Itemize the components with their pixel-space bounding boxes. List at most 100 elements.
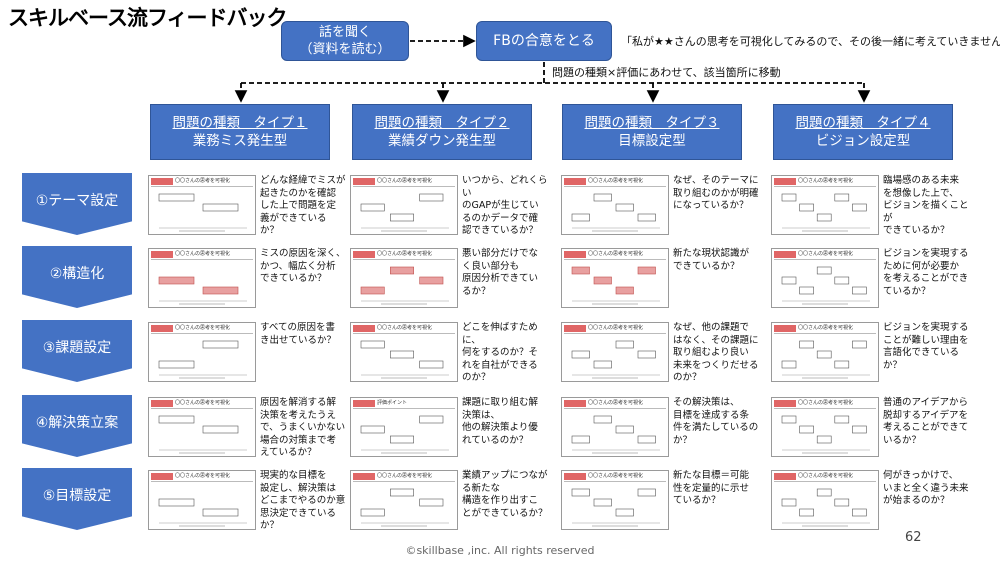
slide-footer	[381, 303, 427, 305]
page-title: スキルベース流フィードバック	[8, 6, 288, 30]
slide-thumbnail: 〇〇さんの思考を可視化	[771, 248, 879, 308]
slide-rule	[151, 186, 253, 187]
type-2-line1: 問題の種類 タイプ２	[374, 115, 510, 131]
slide-diagram-box	[637, 266, 656, 275]
slide-diagram	[158, 415, 247, 451]
slide-diagram	[781, 488, 870, 524]
slide-diagram-box	[390, 350, 414, 359]
criteria-cell: 〇〇さんの思考を可視化どこを伸ばすために、 何をするのか？そ れを自社ができる …	[350, 322, 550, 383]
slide-rule	[353, 259, 455, 260]
criteria-question: どこを伸ばすために、 何をするのか？そ れを自社ができる のか？	[462, 322, 539, 383]
slide-tag	[564, 473, 586, 480]
slide-tag	[774, 400, 796, 407]
slide-tag	[151, 473, 173, 480]
criteria-question: 課題に取り組む解 決策は、 他の解決策より優 れているのか？	[462, 397, 539, 446]
slide-thumbnail: 〇〇さんの思考を可視化	[561, 322, 669, 382]
criteria-cell: 評価ポイント課題に取り組む解 決策は、 他の解決策より優 れているのか？	[350, 397, 550, 457]
slide-rule	[353, 333, 455, 334]
slide-diagram-box	[593, 276, 612, 285]
slide-diagram-box	[637, 488, 656, 497]
slide-thumbnail: 〇〇さんの思考を可視化	[771, 322, 879, 382]
type-box-3: 問題の種類 タイプ３ 目標設定型	[562, 104, 742, 160]
slide-diagram	[360, 415, 449, 451]
slide-rule	[151, 259, 253, 260]
slide-diagram	[571, 415, 660, 451]
type-3-line1: 問題の種類 タイプ３	[584, 115, 720, 131]
slide-tag	[774, 178, 796, 185]
slide-rule	[564, 408, 666, 409]
slide-rule	[564, 333, 666, 334]
slide-diagram-box	[615, 286, 634, 295]
slide-diagram	[781, 340, 870, 376]
slide-diagram-box	[202, 508, 239, 517]
slide-diagram-box	[158, 276, 195, 285]
slide-diagram-box	[852, 203, 867, 212]
slide-thumbnail: 〇〇さんの思考を可視化	[148, 175, 256, 235]
slide-diagram	[571, 488, 660, 524]
slide-diagram-box	[834, 415, 850, 424]
slide-rule	[353, 481, 455, 482]
slide-diagram-box	[593, 498, 612, 507]
slide-title: 〇〇さんの思考を可視化	[377, 178, 433, 184]
slide-title: 〇〇さんの思考を可視化	[798, 251, 854, 257]
type-box-1: 問題の種類 タイプ１ 業務ミス発生型	[150, 104, 330, 160]
criteria-cell: 〇〇さんの思考を可視化悪い部分だけでな く良い部分も 原因分析できてい るか？	[350, 248, 550, 308]
slide-diagram-box	[781, 193, 797, 202]
slide-thumbnail: 〇〇さんの思考を可視化	[350, 470, 458, 530]
slide-thumbnail: 〇〇さんの思考を可視化	[148, 322, 256, 382]
criteria-cell: 〇〇さんの思考を可視化新たな現状認識が できているか？	[561, 248, 761, 308]
slide-diagram	[781, 415, 870, 451]
type-4-line1: 問題の種類 タイプ４	[795, 115, 931, 131]
quote-text: 「私が★★さんの思考を可視化してみるので、その後一緒に考えていきませんか？」	[621, 35, 1000, 48]
criteria-cell: 〇〇さんの思考を可視化ビジョンを実現する ために何が必要か を考えることができ …	[771, 248, 971, 308]
slide-diagram-box	[390, 213, 414, 222]
slide-tag	[353, 178, 375, 185]
criteria-cell: 〇〇さんの思考を可視化普通のアイデアから 脱却するアイデアを 考えることができて…	[771, 397, 971, 457]
slide-thumbnail: 〇〇さんの思考を可視化	[771, 397, 879, 457]
step-label: ②構造化	[49, 266, 105, 282]
criteria-cell: 〇〇さんの思考を可視化なぜ、他の課題で はなく、その課題に 取り組むより良い 未…	[561, 322, 761, 383]
slide-footer	[802, 525, 848, 527]
slide-tag	[151, 325, 173, 332]
slide-tag	[564, 178, 586, 185]
slide-thumbnail: 〇〇さんの思考を可視化	[350, 175, 458, 235]
step-arrow-4: ④解決策立案	[22, 395, 132, 457]
slide-diagram-box	[852, 286, 867, 295]
slide-diagram-box	[360, 340, 385, 349]
slide-tag	[564, 400, 586, 407]
slide-footer	[802, 303, 848, 305]
slide-tag	[151, 400, 173, 407]
slide-diagram-box	[158, 193, 195, 202]
slide-tag	[353, 473, 375, 480]
slide-rule	[774, 186, 876, 187]
type-3-line2: 目標設定型	[618, 133, 686, 149]
slide-rule	[564, 481, 666, 482]
type-1-line1: 問題の種類 タイプ１	[172, 115, 308, 131]
slide-diagram-box	[419, 498, 444, 507]
route-note: 問題の種類×評価にあわせて、該当箇所に移動	[552, 66, 781, 79]
criteria-cell: 〇〇さんの思考を可視化業績アップにつなが る新たな 構造を作り出すこ とができて…	[350, 470, 550, 530]
step-label: ①テーマ設定	[35, 193, 119, 209]
slide-tag	[564, 325, 586, 332]
slide-footer	[179, 452, 225, 454]
slide-diagram-box	[419, 276, 444, 285]
slide-diagram-box	[390, 266, 414, 275]
slide-thumbnail: 〇〇さんの思考を可視化	[148, 470, 256, 530]
criteria-question: 臨場感のある未来 を想像した上で、 ビジョンを描くことが できているか？	[883, 175, 969, 236]
criteria-question: どんな経緯でミスが 起きたのかを確認 した上で問題を定 義ができている か？	[260, 175, 346, 236]
slide-diagram-box	[360, 286, 385, 295]
slide-footer	[381, 230, 427, 232]
slide-diagram-box	[799, 340, 814, 349]
slide-diagram-box	[615, 203, 634, 212]
slide-diagram-box	[571, 350, 590, 359]
slide-thumbnail: 〇〇さんの思考を可視化	[561, 397, 669, 457]
step-arrow-2: ②構造化	[22, 246, 132, 308]
slide-title: 〇〇さんの思考を可視化	[798, 400, 854, 406]
slide-title: 〇〇さんの思考を可視化	[175, 251, 231, 257]
slide-footer	[592, 377, 638, 379]
slide-diagram	[360, 266, 449, 302]
slide-diagram-box	[571, 488, 590, 497]
slide-diagram	[571, 266, 660, 302]
slide-diagram-box	[781, 276, 797, 285]
step-arrow-5: ⑤目標設定	[22, 468, 132, 530]
